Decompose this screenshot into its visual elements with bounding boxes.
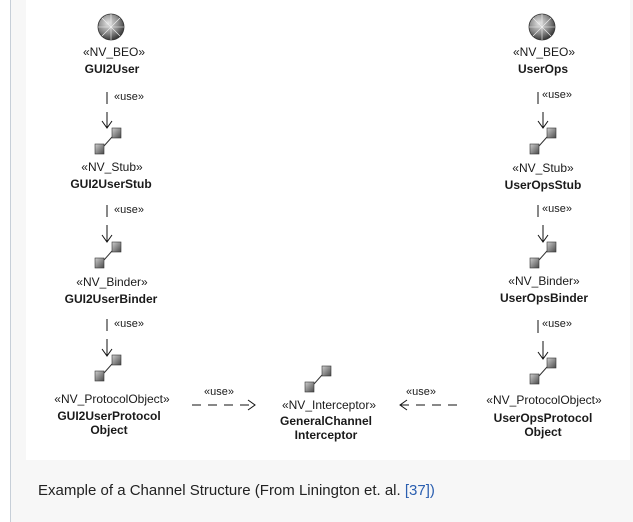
useropsstub-stereotype: «NV_Stub» bbox=[512, 161, 574, 175]
use-arrows-right bbox=[537, 92, 549, 360]
gui2userprotocol-name-line1: GUI2UserProtocol bbox=[57, 409, 161, 423]
use-label: «use» bbox=[204, 386, 234, 398]
gui2user-name: GUI2User bbox=[84, 62, 140, 76]
interceptor-icon bbox=[304, 365, 332, 393]
useropsprotocol-name-line2: Object bbox=[524, 425, 562, 439]
protocol-icon-left bbox=[94, 354, 122, 382]
stub-icon-left bbox=[94, 127, 122, 155]
gui2userstub-stereotype: «NV_Stub» bbox=[81, 160, 143, 174]
caption-ref-close: ]) bbox=[425, 482, 435, 499]
useropsbinder-stereotype: «NV_Binder» bbox=[508, 274, 580, 288]
channel-structure-diagram: «NV_BEO» GUI2User «use» «NV_Stub» GUI2Us… bbox=[26, 0, 630, 460]
use-label: «use» bbox=[114, 91, 144, 103]
use-arrow-left-to-interceptor bbox=[192, 399, 256, 411]
gui2userprotocol-name-line2: Object bbox=[90, 423, 128, 437]
interceptor-name-line2: Interceptor bbox=[294, 428, 358, 442]
interceptor-name-line1: GeneralChannel bbox=[279, 414, 373, 428]
gui2userprotocol-stereotype: «NV_ProtocolObject» bbox=[54, 392, 170, 406]
protocol-icon-right bbox=[529, 357, 557, 385]
userops-stereotype: «NV_BEO» bbox=[512, 45, 576, 59]
useropsprotocol-stereotype: «NV_ProtocolObject» bbox=[486, 393, 602, 407]
citation-link[interactable]: 37 bbox=[409, 482, 426, 499]
useropsbinder-name: UserOpsBinder bbox=[499, 291, 589, 305]
gui2userbinder-name: GUI2UserBinder bbox=[64, 292, 158, 306]
use-label: «use» bbox=[542, 318, 572, 330]
use-label: «use» bbox=[542, 89, 572, 101]
caption-text: Example of a Channel Structure (From Lin… bbox=[38, 482, 405, 499]
gui2user-stereotype: «NV_BEO» bbox=[82, 45, 146, 59]
figure-caption: Example of a Channel Structure (From Lin… bbox=[38, 482, 435, 499]
gui2userbinder-stereotype: «NV_Binder» bbox=[76, 275, 148, 289]
caption-ref-open: [ bbox=[404, 482, 410, 499]
stub-icon-right bbox=[529, 127, 557, 155]
beo-icon-right bbox=[528, 13, 556, 41]
userops-name: UserOps bbox=[517, 62, 569, 76]
binder-icon-right bbox=[529, 241, 557, 269]
use-label: «use» bbox=[114, 318, 144, 330]
use-label: «use» bbox=[114, 204, 144, 216]
use-label: «use» bbox=[542, 203, 572, 215]
use-label: «use» bbox=[406, 386, 436, 398]
beo-icon-left bbox=[97, 13, 125, 41]
binder-icon-left bbox=[94, 241, 122, 269]
interceptor-stereotype: «NV_Interceptor» bbox=[281, 398, 377, 412]
useropsprotocol-name-line1: UserOpsProtocol bbox=[493, 411, 593, 425]
gui2userstub-name: GUI2UserStub bbox=[70, 177, 152, 191]
use-arrow-right-to-interceptor bbox=[399, 399, 464, 411]
diagram-graphics bbox=[94, 13, 557, 411]
use-arrows-left bbox=[101, 92, 113, 357]
useropsstub-name: UserOpsStub bbox=[504, 178, 582, 192]
